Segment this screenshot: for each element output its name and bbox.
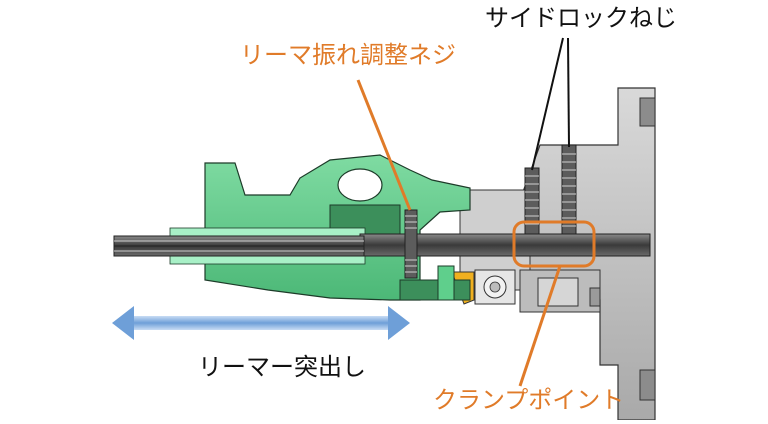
clamp-point-highlight — [512, 220, 596, 268]
runout-screw-leader — [356, 79, 412, 211]
reamer-holder — [169, 154, 471, 301]
reamer-protrusion-label: リーマー突出し — [198, 353, 366, 381]
runout-adjust-screw — [404, 209, 418, 279]
side-lock-leader-1 — [531, 37, 564, 171]
clamp-point-label: クランプポイント — [433, 386, 625, 414]
protrusion-arrow — [112, 306, 410, 340]
side-lock-screw-label: サイドロックねじ — [485, 4, 677, 32]
clamp-point-leader — [518, 265, 562, 387]
clamp-bolt — [474, 269, 516, 305]
reamer-tip — [113, 235, 365, 257]
side-lock-leader-2 — [567, 37, 570, 148]
runout-adjust-screw-label: リーマ振れ調整ネジ — [240, 41, 456, 69]
reamer-shank — [359, 233, 651, 257]
side-lock-screws — [524, 144, 577, 235]
